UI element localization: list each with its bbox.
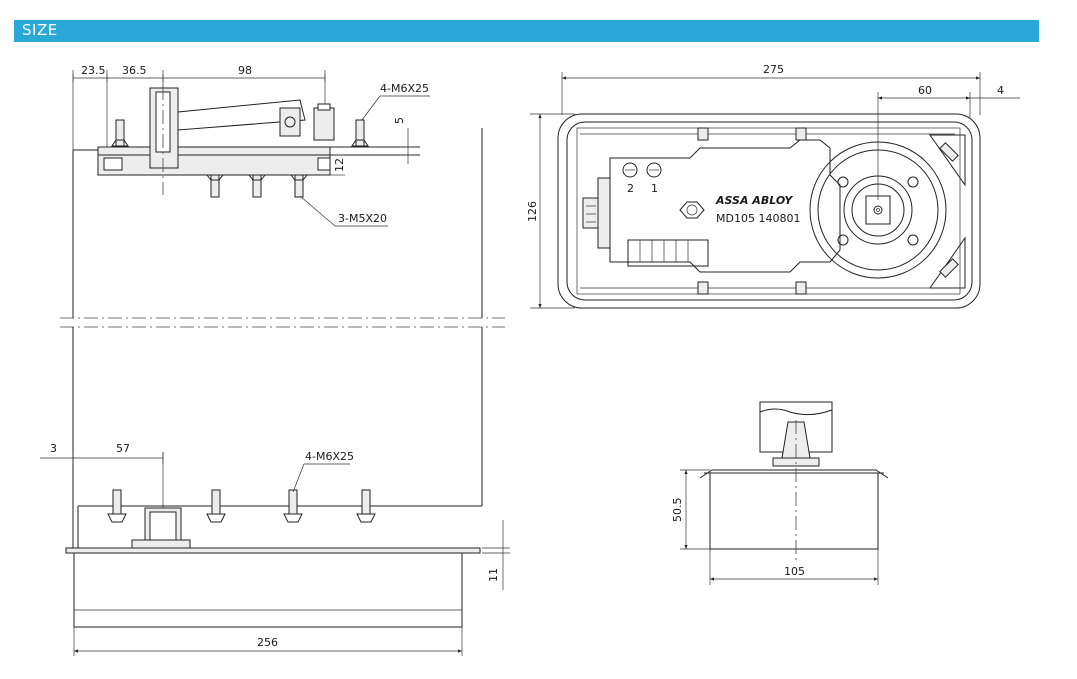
- dim-12: 12: [333, 158, 346, 172]
- dim-36-5: 36.5: [122, 64, 147, 77]
- dim-4: 4: [997, 84, 1004, 97]
- dim-256: 256: [257, 636, 278, 649]
- dim-98: 98: [238, 64, 252, 77]
- dim-50-5: 50.5: [671, 498, 684, 523]
- section-title: SIZE: [22, 21, 58, 39]
- dim-23-5: 23.5: [81, 64, 106, 77]
- top-view: 275 60 4 126 2 1: [526, 63, 1020, 309]
- callout-4-m6x25-bottom: 4-M6X25: [305, 450, 354, 463]
- side-view-bottom: 3 57 4-M6X25 11 256: [40, 327, 510, 656]
- model-label: MD105 140801: [716, 212, 800, 225]
- dim-57: 57: [116, 442, 130, 455]
- dim-126: 126: [526, 201, 539, 222]
- dim-5: 5: [393, 117, 406, 124]
- dim-60: 60: [918, 84, 932, 97]
- valve-label-1: 1: [651, 182, 658, 195]
- dim-3: 3: [50, 442, 57, 455]
- dim-105: 105: [784, 565, 805, 578]
- side-view-top: 23.5 36.5 98: [72, 64, 483, 318]
- end-view: 50.5 105: [671, 401, 889, 585]
- dim-11: 11: [487, 568, 500, 582]
- valve-label-2: 2: [627, 182, 634, 195]
- callout-4-m6x25-top: 4-M6X25: [380, 82, 429, 95]
- dim-275: 275: [763, 63, 784, 76]
- callout-3-m5x20: 3-M5X20: [338, 212, 387, 225]
- section-header-bar: SIZE: [14, 20, 1039, 42]
- break-lines: [60, 317, 505, 328]
- brand-label: ASSA ABLOY: [715, 194, 793, 207]
